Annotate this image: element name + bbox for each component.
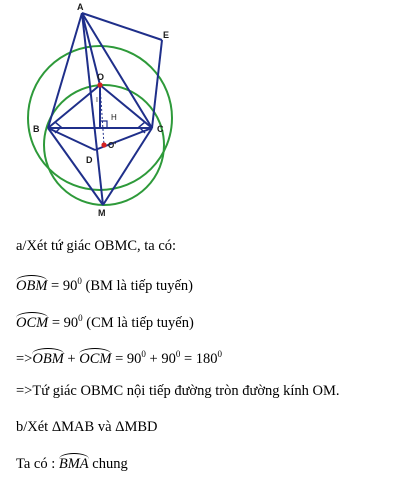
circle-o [27,45,173,191]
segment-am [81,12,104,206]
point-o [97,82,103,88]
segment-ae [81,12,163,41]
segment-ac [81,12,153,129]
segment-ec [151,39,163,129]
text-line-7: Ta có : BMA chung [16,452,128,473]
label-o: O [97,72,104,82]
right-angle-h [100,120,108,128]
right-angle-b [54,121,63,134]
angle-ocm-2: OCM [79,347,112,368]
label-a: A [77,2,84,12]
point-o-prime [101,142,107,148]
text-line-1: a/Xét tứ giác OBMC, ta có: [16,238,177,254]
segment-ob [47,84,101,129]
label-o-prime: O' [108,141,116,150]
label-d: D [86,155,93,165]
label-m: M [98,208,106,218]
angle-ocm: OCM [16,311,49,332]
label-b: B [33,124,40,134]
angle-bma: BMA [58,452,89,473]
text-line-6: b/Xét ΔMAB và ΔMBD [16,419,158,435]
label-i: I [96,97,98,104]
segment-cm [102,127,153,206]
segment-ao [81,12,101,86]
text-line-5: =>Tứ giác OBMC nội tiếp đường tròn đường… [16,383,340,399]
label-h: H [111,113,117,122]
segment-oc [99,84,153,129]
angle-obm-2: OBM [32,347,65,368]
label-c: C [157,124,164,134]
label-e: E [163,30,169,40]
angle-obm: OBM [16,274,48,295]
segment-bm [47,127,104,206]
segment-ab [47,12,83,129]
text-line-2: OBM = 900 (BM là tiếp tuyến) [16,274,193,295]
text-line-3: OCM = 900 (CM là tiếp tuyến) [16,311,194,332]
text-line-4: =>OBM + OCM = 900 + 900 = 1800 [16,347,222,368]
geometry-figure: A E O I H B C O' D M [27,2,173,218]
right-angle-c [137,121,146,134]
